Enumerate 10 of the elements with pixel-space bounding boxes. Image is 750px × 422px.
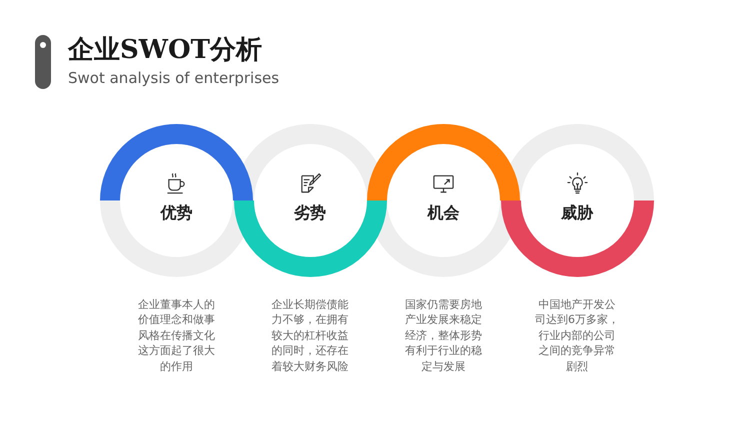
description-text: 企业长期偿债能力不够，在拥有较大的杠杆收益的同时，还存在着较大财务风险 [270, 296, 350, 374]
heading: 优势 [159, 202, 194, 222]
heading: 机会 [426, 202, 460, 222]
heading: 威胁 [560, 202, 594, 222]
description-text: 中国地产开发公司达到6万多家，行业内部的公司之间的竞争异常剧烈 [534, 296, 620, 374]
subtitle: Swot analysis of enterprises [68, 69, 280, 88]
description-text: 国家仍需要房地产业发展来稳定经济，整体形势有利于行业的稳定与发展 [404, 296, 483, 374]
title: 企业SWOT分析 [68, 34, 262, 67]
description-text: 企业董事本人的价值理念和做事风格在传播文化这方面起了很大的作用 [137, 296, 216, 374]
heading: 劣势 [293, 202, 327, 222]
